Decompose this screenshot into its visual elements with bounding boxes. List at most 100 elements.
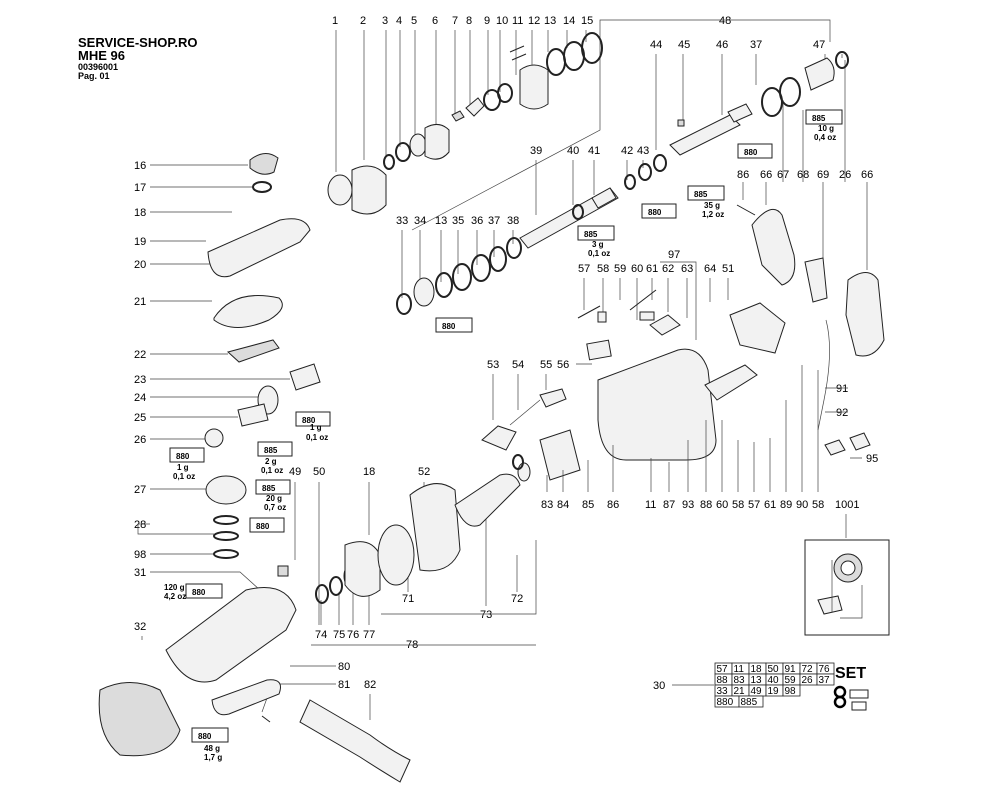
callout-1001: 1001 (835, 499, 859, 511)
part-21 (213, 295, 283, 328)
callout-39: 39 (530, 145, 542, 157)
callout-31: 31 (134, 567, 146, 579)
callout-24: 24 (134, 392, 146, 404)
part-58 (597, 311, 607, 323)
set-table-value: 72 (802, 664, 814, 675)
part-66-handle-a (751, 208, 796, 286)
callout-34: 34 (414, 215, 426, 227)
callout-93: 93 (682, 499, 694, 511)
callout-1: 1 (332, 15, 338, 27)
part-69 (804, 257, 828, 303)
qty-31-g: 120 g (164, 583, 185, 592)
qty-27-oz: 0,7 oz (264, 503, 286, 512)
tube-label-880-b: 880 (648, 208, 662, 217)
callout-43: 43 (637, 145, 649, 157)
part-2 (351, 165, 387, 215)
part-44 (653, 154, 667, 172)
set-table-cell (738, 695, 764, 708)
part-61 (629, 289, 657, 311)
callout-58: 58 (597, 263, 609, 275)
qty-27-g: 20 g (266, 494, 282, 503)
qty-26b-g: 2 g (265, 457, 277, 466)
set-table-value: 76 (819, 664, 831, 675)
tube-body (805, 109, 843, 125)
callout-14: 14 (563, 15, 575, 27)
qty-26b-oz: 0,1 oz (261, 466, 283, 475)
callout-64: 64 (704, 263, 716, 275)
callout-82: 82 (364, 679, 376, 691)
callout-85: 85 (582, 499, 594, 511)
callout-81: 81 (338, 679, 350, 691)
part-75 (329, 576, 343, 596)
callout-48: 48 (719, 15, 731, 27)
part-43 (638, 163, 652, 181)
set-table-value: 11 (734, 664, 745, 675)
tube-label-880-h: 880 (198, 732, 212, 741)
part-56 (586, 339, 612, 361)
tube-label-880-d: 880 (302, 416, 316, 425)
callout-53: 53 (487, 359, 499, 371)
callout-76: 76 (347, 629, 359, 641)
callout-7: 7 (452, 15, 458, 27)
part-35 (452, 263, 472, 291)
top-callouts: 1 2 3 4 5 6 7 8 9 10 11 12 13 14 15 48 4… (332, 15, 831, 231)
qty-26a-g: 1 g (177, 463, 189, 472)
part-38 (506, 237, 522, 259)
page-number: Pag. 01 (78, 71, 110, 81)
callout-72: 72 (511, 593, 523, 605)
callout-63: 63 (681, 263, 693, 275)
callout-62: 62 (662, 263, 674, 275)
part-switch (704, 364, 758, 401)
callout-16: 16 (134, 160, 146, 172)
set-table-value: 19 (768, 686, 780, 697)
qty-86-g: 35 g (704, 201, 720, 210)
spindle-parts (519, 51, 885, 357)
part-6 (424, 124, 450, 160)
callout-80: 80 (338, 661, 350, 673)
part-55 (539, 388, 567, 408)
part-57 (577, 305, 601, 319)
part-37-mid (489, 246, 507, 272)
callout-20: 20 (134, 259, 146, 271)
callout-11: 11 (512, 15, 523, 27)
callout-58-bot: 58 (732, 499, 744, 511)
callout-6: 6 (432, 15, 438, 27)
callout-59: 59 (614, 263, 626, 275)
callout-4: 4 (396, 15, 402, 27)
tube-label-880-c: 880 (442, 322, 456, 331)
set-badge: SET (833, 665, 869, 711)
qty-86-oz: 1,2 oz (702, 210, 724, 219)
callout-3: 3 (382, 15, 388, 27)
tube-label-885-a: 885 (812, 114, 826, 123)
part-52 (409, 483, 461, 572)
set-table-value: 885 (741, 697, 758, 708)
qty-68-g: 10 g (818, 124, 834, 133)
callout-57: 57 (578, 263, 590, 275)
qty-41-g: 3 g (592, 240, 604, 249)
callout-15: 15 (581, 15, 593, 27)
set-table-value: 91 (785, 664, 797, 675)
part-72 (517, 462, 531, 482)
callout-57-bot: 57 (748, 499, 760, 511)
part-81 (261, 715, 271, 723)
part-31 (165, 587, 297, 683)
callout-61: 61 (646, 263, 658, 275)
part-28-b (213, 531, 239, 541)
callout-37-mid: 37 (488, 215, 500, 227)
callout-98: 98 (134, 549, 146, 561)
set-table-value: 37 (819, 675, 831, 686)
tube-label-885-e: 885 (262, 484, 276, 493)
part-66-handle-b (845, 272, 885, 357)
part-17 (252, 181, 272, 193)
callout-28: 28 (134, 519, 146, 531)
mid-row2-callouts: 57 58 59 60 61 62 63 64 51 97 (577, 249, 786, 354)
part-3 (383, 154, 395, 170)
set-table-value: 49 (751, 686, 763, 697)
part-37-top (761, 87, 783, 117)
part-28-a (213, 515, 239, 525)
set-label: SET (835, 665, 866, 682)
part-63 (649, 314, 681, 336)
callout-49: 49 (289, 466, 301, 478)
